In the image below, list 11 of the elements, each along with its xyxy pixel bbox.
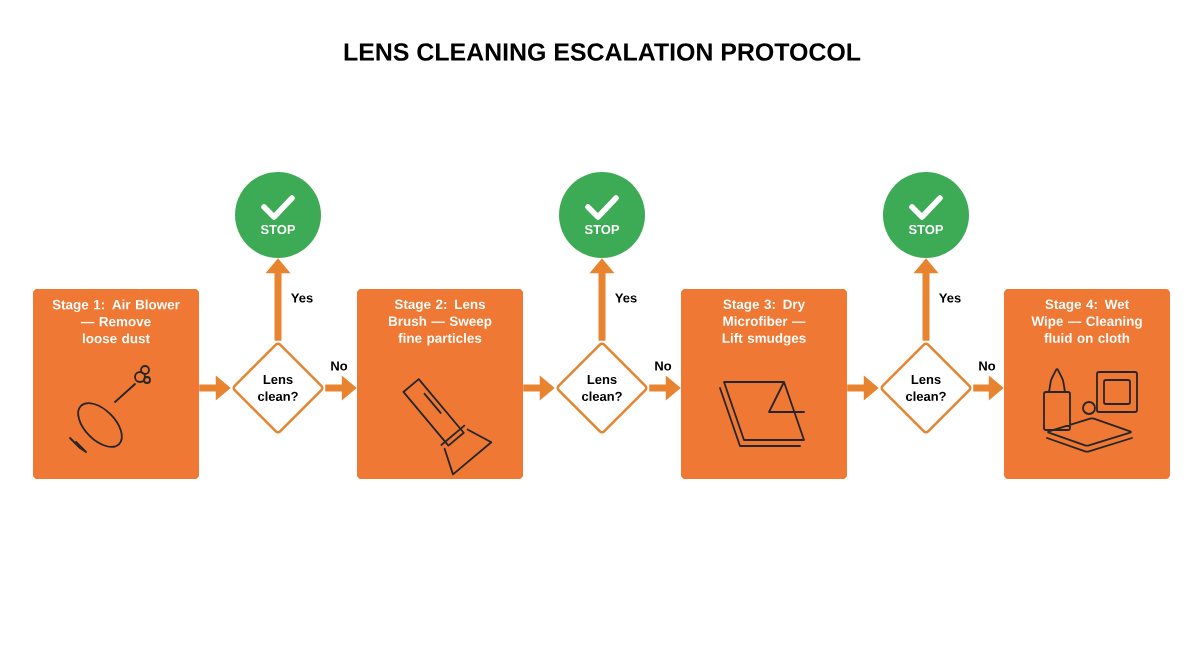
edge-label: Yes bbox=[289, 292, 315, 304]
stage-box: Stage 2: Lens Brush — Sweep fine particles bbox=[357, 289, 523, 479]
edge-label: Yes bbox=[937, 292, 963, 304]
edge-label: No bbox=[976, 360, 998, 372]
edge-label: Yes bbox=[613, 292, 639, 304]
stage-box: Stage 4: Wet Wipe — Cleaning fluid on cloth bbox=[1004, 289, 1170, 479]
edge-label: No bbox=[652, 360, 674, 372]
stage-box: Stage 1: Air Blower — Remove loose dust bbox=[33, 289, 199, 479]
stage-box: Stage 3: Dry Microfiber — Lift smudges bbox=[681, 289, 847, 479]
edge-label: No bbox=[328, 360, 350, 372]
title: LENS CLEANING ESCALATION PROTOCOL bbox=[344, 43, 861, 61]
